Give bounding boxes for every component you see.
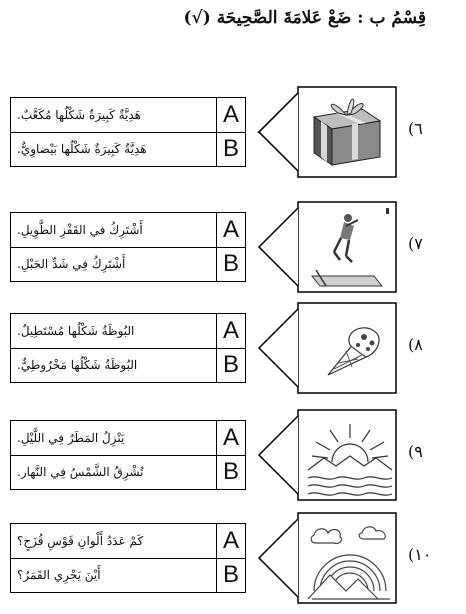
question-number: ١٠) <box>408 545 432 564</box>
arrow-picture-frame <box>257 409 397 501</box>
option-text: هَدِيَّةٌ كَبِيرَةٌ شَكْلُها بَيْضاوِيٌّ… <box>17 142 147 156</box>
options-box: كَمْ عَدَدُ أَلْوانِ قَوْسِ قُزَحٍ؟ A أَ… <box>10 523 246 593</box>
question-number: ٩) <box>408 442 423 461</box>
options-box: يَنْزِلُ المَطَرُ فِي اللَّيْلِ. A تُشْر… <box>10 420 246 490</box>
option-letter: A <box>216 314 245 348</box>
option-letter: B <box>216 455 245 489</box>
option-b[interactable]: تُشْرِقُ الشَّمْسُ فِي النَّهار. B <box>11 455 245 489</box>
gift-box-icon <box>312 98 382 166</box>
option-letter: B <box>216 348 245 382</box>
question-8: البُوظَةُ شَكْلُها مُسْتَطِيلٌ. A البُوظ… <box>0 302 466 403</box>
options-box: أَشْتَرِكُ في القَفْزِ الطَّوِيلِ. A أَش… <box>10 212 246 282</box>
option-a[interactable]: يَنْزِلُ المَطَرُ فِي اللَّيْلِ. A <box>11 421 245 456</box>
arrow-picture-frame <box>257 201 397 293</box>
options-box: البُوظَةُ شَكْلُها مُسْتَطِيلٌ. A البُوظ… <box>10 313 246 383</box>
option-text: تُشْرِقُ الشَّمْسُ فِي النَّهار. <box>17 465 144 479</box>
option-text: هَدِيَّةٌ كَبِيرَةٌ شَكْلُها مُكَعَّبٌ. <box>17 108 141 122</box>
option-letter: B <box>216 132 245 166</box>
question-6: هَدِيَّةٌ كَبِيرَةٌ شَكْلُها مُكَعَّبٌ. … <box>0 86 466 187</box>
option-a[interactable]: البُوظَةُ شَكْلُها مُسْتَطِيلٌ. A <box>11 314 245 349</box>
option-text: كَمْ عَدَدُ أَلْوانِ قَوْسِ قُزَحٍ؟ <box>17 534 144 548</box>
ice-cream-cone-icon <box>327 327 380 376</box>
question-number: ٦) <box>408 119 423 138</box>
option-letter: A <box>216 421 245 455</box>
option-a[interactable]: أَشْتَرِكُ في القَفْزِ الطَّوِيلِ. A <box>11 213 245 248</box>
option-text: أَيْنَ يَجْرِي القَمَرُ؟ <box>17 568 101 582</box>
question-9: يَنْزِلُ المَطَرُ فِي اللَّيْلِ. A تُشْر… <box>0 409 466 510</box>
option-b[interactable]: هَدِيَّةٌ كَبِيرَةٌ شَكْلُها بَيْضاوِيٌّ… <box>11 132 245 166</box>
option-b[interactable]: البُوظَةُ شَكْلُها مَخْرُوطِيٌّ. B <box>11 348 245 382</box>
arrow-picture-frame <box>256 86 397 178</box>
arrow-picture-frame <box>257 302 397 394</box>
option-b[interactable]: أَشْتَرِكُ فِي شَدِّ الحَبْلِ. B <box>11 247 245 281</box>
long-jump-icon <box>310 208 389 287</box>
question-number: ٧) <box>408 234 423 253</box>
option-text: أَشْتَرِكُ في القَفْزِ الطَّوِيلِ. <box>17 223 143 237</box>
option-letter: B <box>216 247 245 281</box>
option-b[interactable]: أَيْنَ يَجْرِي القَمَرُ؟ B <box>11 558 245 592</box>
option-letter: B <box>216 558 245 592</box>
option-text: البُوظَةُ شَكْلُها مَخْرُوطِيٌّ. <box>17 358 138 372</box>
option-letter: A <box>216 213 245 247</box>
section-title: قِسْمُ ب : ضَعْ عَلامَةَ الصَّحِيحَة (√) <box>183 8 426 28</box>
option-a[interactable]: هَدِيَّةٌ كَبِيرَةٌ شَكْلُها مُكَعَّبٌ. … <box>11 98 245 133</box>
option-letter: A <box>216 98 245 132</box>
option-letter: A <box>216 524 245 558</box>
option-text: يَنْزِلُ المَطَرُ فِي اللَّيْلِ. <box>17 431 125 445</box>
sunrise-icon <box>307 424 393 496</box>
options-box: هَدِيَّةٌ كَبِيرَةٌ شَكْلُها مُكَعَّبٌ. … <box>10 97 246 167</box>
rainbow-icon <box>307 526 390 600</box>
arrow-picture-frame <box>257 512 397 604</box>
option-a[interactable]: كَمْ عَدَدُ أَلْوانِ قَوْسِ قُزَحٍ؟ A <box>11 524 245 559</box>
option-text: أَشْتَرِكُ فِي شَدِّ الحَبْلِ. <box>17 257 126 271</box>
question-10: كَمْ عَدَدُ أَلْوانِ قَوْسِ قُزَحٍ؟ A أَ… <box>0 512 466 613</box>
question-7: أَشْتَرِكُ في القَفْزِ الطَّوِيلِ. A أَش… <box>0 201 466 302</box>
question-number: ٨) <box>408 335 423 354</box>
option-text: البُوظَةُ شَكْلُها مُسْتَطِيلٌ. <box>17 324 135 338</box>
